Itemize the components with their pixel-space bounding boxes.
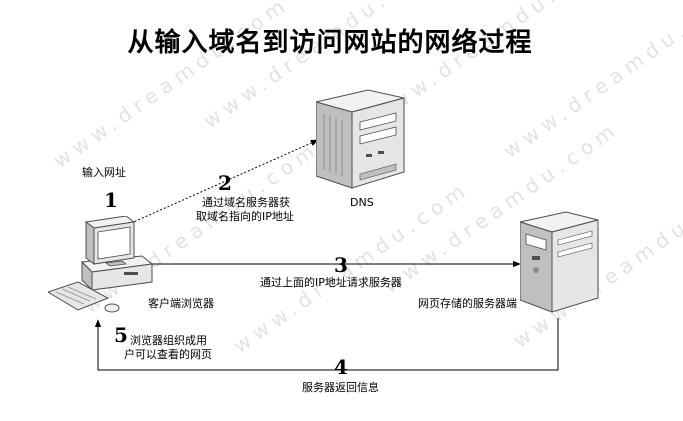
step-2-text-line2: 取域名指向的IP地址 — [196, 210, 294, 223]
step-1-number: 1 — [104, 188, 118, 212]
step-2-text-line1: 通过域名服务器获 — [202, 196, 290, 209]
step-5-number: 5 — [114, 323, 128, 347]
step-4-text: 服务器返回信息 — [302, 381, 379, 394]
input-url-label: 输入网址 — [82, 166, 126, 179]
server-label: 网页存储的服务器端 — [418, 297, 517, 310]
diagram-title: 从输入域名到访问网站的网络过程 — [127, 28, 533, 58]
step-3-text: 通过上面的IP地址请求服务器 — [260, 276, 402, 289]
server-tower-icon — [316, 84, 406, 194]
step-3-number: 3 — [334, 253, 348, 277]
step-4-number: 4 — [334, 355, 348, 379]
client-label: 客户端浏览器 — [148, 297, 214, 310]
arrow-client-to-dns — [119, 139, 319, 229]
step-2-number: 2 — [218, 171, 232, 195]
step-5-text-line1: 浏览器组织成用 — [130, 334, 207, 347]
dns-label: DNS — [350, 196, 374, 209]
server-icon — [520, 208, 600, 318]
arrow-server-to-client — [94, 318, 559, 371]
step-5-text-line2: 户可以查看的网页 — [124, 348, 212, 361]
computer-icon — [48, 216, 158, 316]
